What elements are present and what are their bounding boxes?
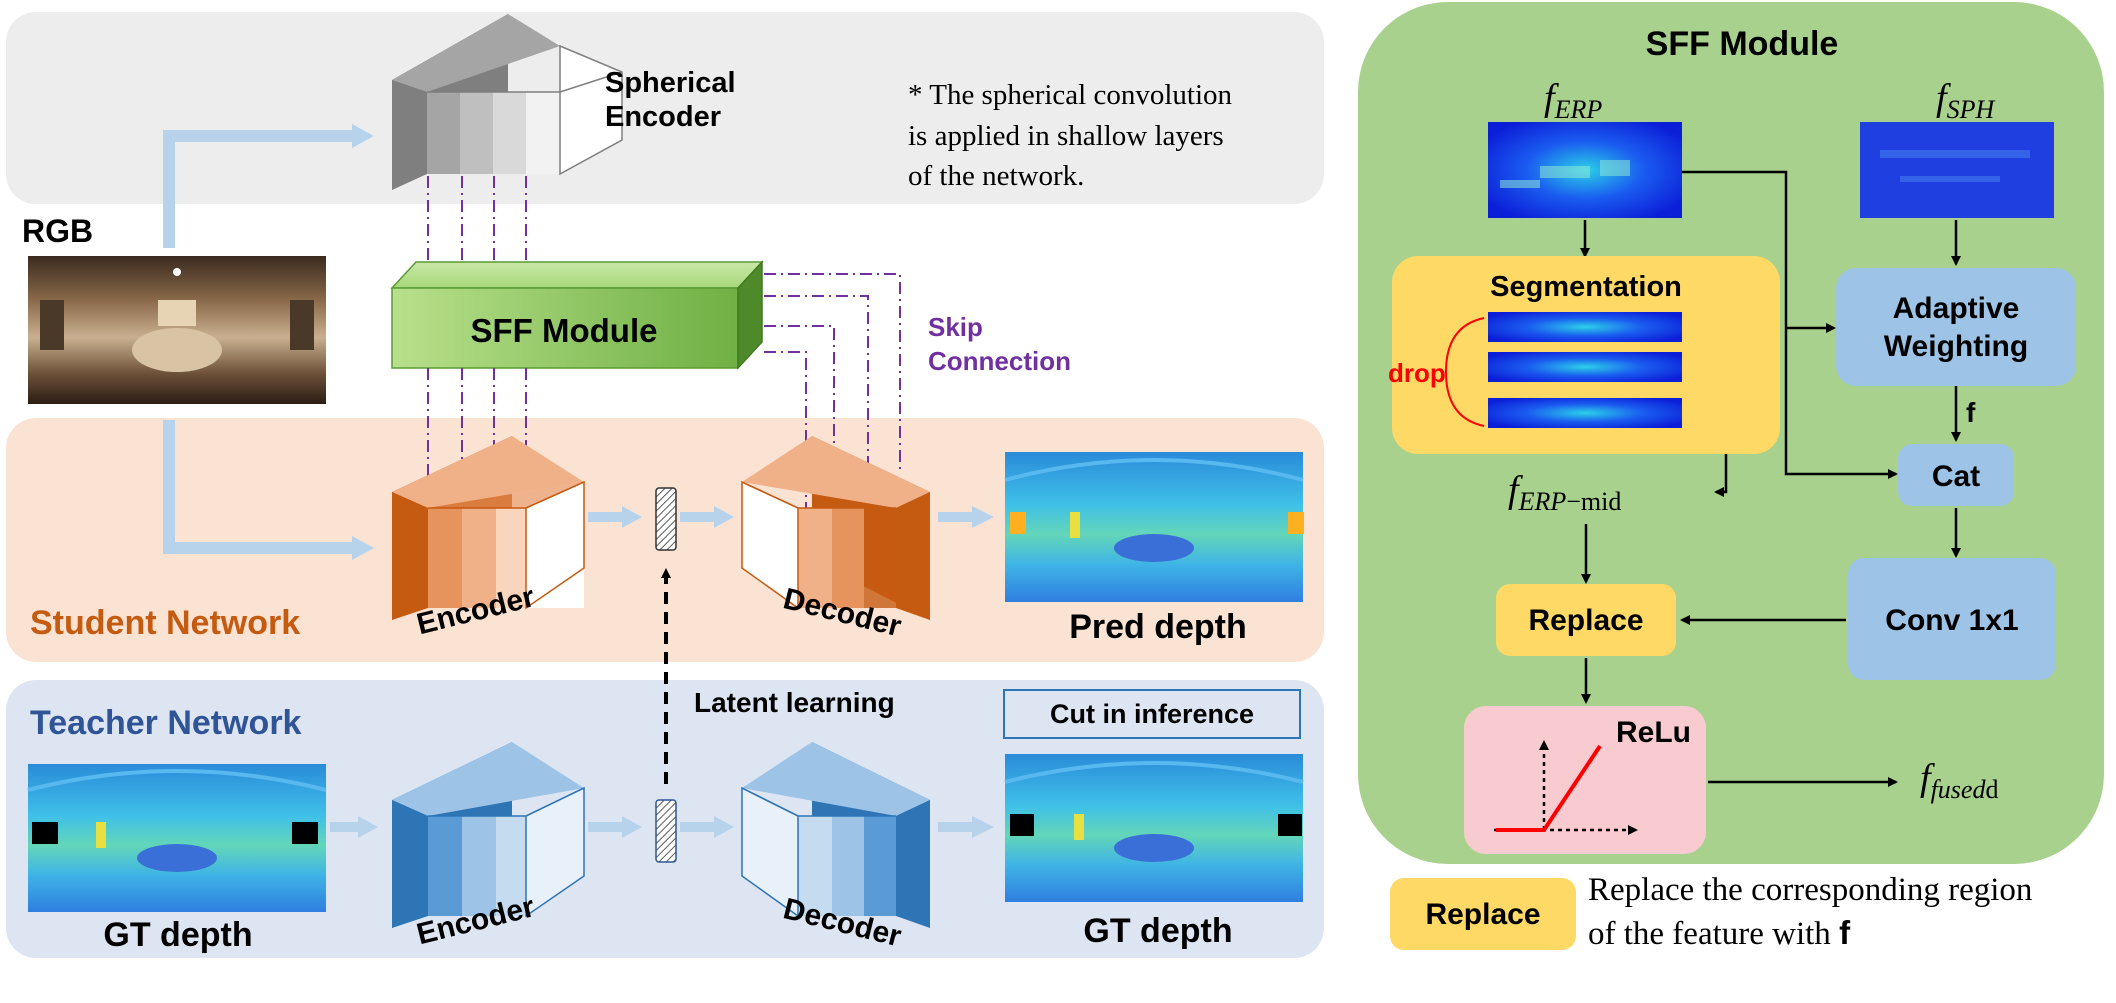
teacher-latent — [655, 799, 677, 863]
sff-panel-title: SFF Module — [1646, 25, 1839, 63]
segmentation-label: Segmentation — [1490, 271, 1682, 303]
cut-in-inference-box — [1003, 689, 1301, 739]
spherical-encoder-block — [392, 14, 623, 190]
gt-depth-output-image — [1004, 754, 1304, 902]
segment-bottom — [1488, 398, 1682, 428]
spherical-note: * The spherical convolution is applied i… — [908, 79, 1239, 192]
segment-mid — [1488, 352, 1682, 382]
latent-learning-label: Latent learning — [694, 687, 895, 718]
f-erp-label: fERP — [1544, 77, 1602, 124]
relu-box — [1464, 706, 1706, 854]
drop-label: drop — [1388, 358, 1446, 388]
conv-box — [1848, 558, 2056, 680]
cut-in-inference-label: Cut in inference — [1050, 699, 1254, 729]
f-sph-texture — [1880, 150, 2030, 182]
cat-box — [1898, 444, 2014, 506]
teacher-gt-depth-input — [27, 764, 327, 912]
gt-depth-output-label: GT depth — [1083, 912, 1232, 950]
gt-depth-input-label: GT depth — [103, 916, 252, 954]
student-latent — [655, 487, 677, 551]
f-weight-label: f — [1966, 397, 1976, 428]
rgb-label: RGB — [22, 213, 93, 249]
spherical-band — [6, 12, 1324, 204]
cat-label: Cat — [1932, 460, 1980, 493]
replace-box — [1496, 584, 1676, 656]
legend-text-line2: of the feature with f — [1588, 914, 1851, 952]
student-decoder — [741, 436, 930, 620]
f-sph-feature-map — [1860, 122, 2054, 218]
pred-depth-label: Pred depth — [1069, 608, 1247, 646]
f-erp-mid-label: fERP−mid — [1508, 469, 1621, 516]
student-encoder — [392, 436, 585, 620]
relu-label: ReLu — [1616, 716, 1691, 749]
conv-label: Conv 1x1 — [1885, 604, 2018, 637]
pred-depth-image — [1004, 452, 1304, 602]
legend-replace-label: Replace — [1425, 898, 1540, 931]
sff-module-block — [390, 260, 764, 370]
drop-bracket — [1444, 317, 1485, 427]
relu-graph — [1494, 740, 1638, 835]
student-network-label: Student Network — [30, 604, 300, 642]
f-sph-label: fSPH — [1936, 77, 1995, 124]
teacher-encoder — [392, 742, 585, 928]
segment-top — [1488, 312, 1682, 342]
f-erp-texture — [1500, 160, 1630, 188]
teacher-decoder — [741, 742, 930, 928]
rgb-panorama — [28, 256, 326, 404]
sff-module-label: SFF Module — [471, 312, 658, 349]
teacher-network-label: Teacher Network — [30, 704, 302, 742]
rgb-flow-arrows — [163, 124, 994, 838]
adaptive-weighting-box — [1836, 268, 2076, 386]
legend-replace-swatch — [1390, 878, 1576, 950]
legend-text-line1: Replace the corresponding region — [1588, 872, 2032, 908]
replace-label: Replace — [1528, 604, 1643, 637]
